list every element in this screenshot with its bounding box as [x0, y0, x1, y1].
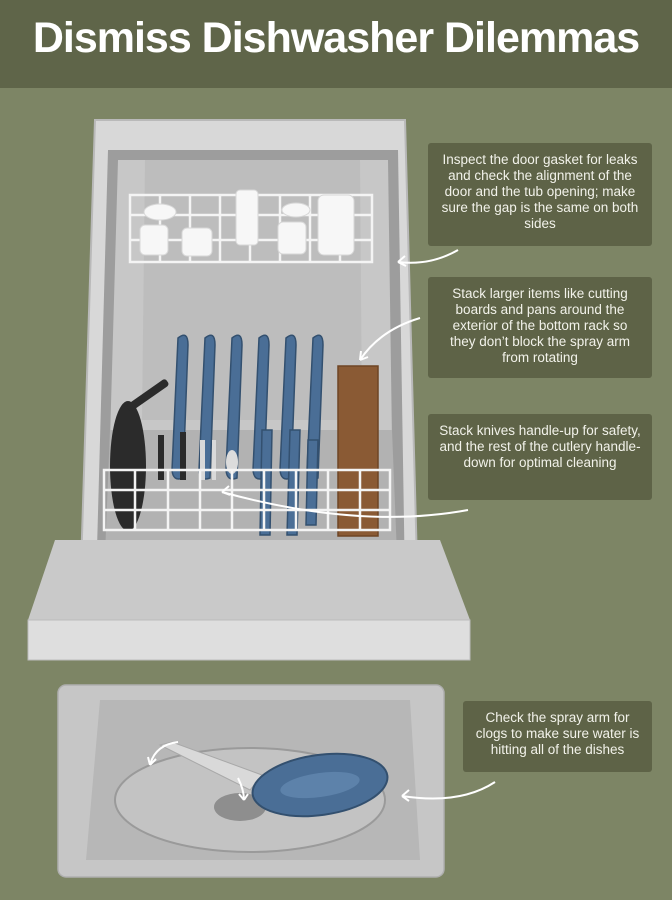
lower-rack [102, 468, 392, 532]
callout-large-items: Stack larger items like cutting boards a… [428, 277, 652, 378]
arrow-rotate-center-head [238, 793, 249, 801]
arrow-rotate-left-head [147, 756, 157, 766]
dishwasher-door [27, 540, 471, 661]
arrow-gasket-head [397, 255, 407, 267]
spray-arm-view [57, 684, 445, 878]
cups-and-glasses [139, 189, 355, 257]
title-banner: Dismiss Dishwasher Dilemmas [0, 0, 672, 88]
arrow-large-items [359, 317, 421, 361]
callout-spray-arm: Check the spray arm for clogs to make su… [463, 701, 652, 772]
arrow-large-items-head [359, 350, 369, 361]
arrow-gasket [397, 249, 459, 264]
arrow-knives-head [221, 485, 231, 496]
page-title: Dismiss Dishwasher Dilemmas [32, 14, 640, 62]
cutlery [158, 432, 238, 480]
callout-knives: Stack knives handle-up for safety, and t… [428, 414, 652, 500]
arrow-knives [221, 491, 469, 518]
callout-gasket: Inspect the door gasket for leaks and ch… [428, 143, 652, 246]
pointer-arrows [147, 249, 496, 802]
arrow-spray-arm [401, 781, 496, 800]
frying-pan [110, 379, 169, 531]
arrow-rotate-left [149, 741, 179, 766]
arrow-spray-arm-head [401, 789, 410, 802]
cutting-board [337, 365, 379, 537]
